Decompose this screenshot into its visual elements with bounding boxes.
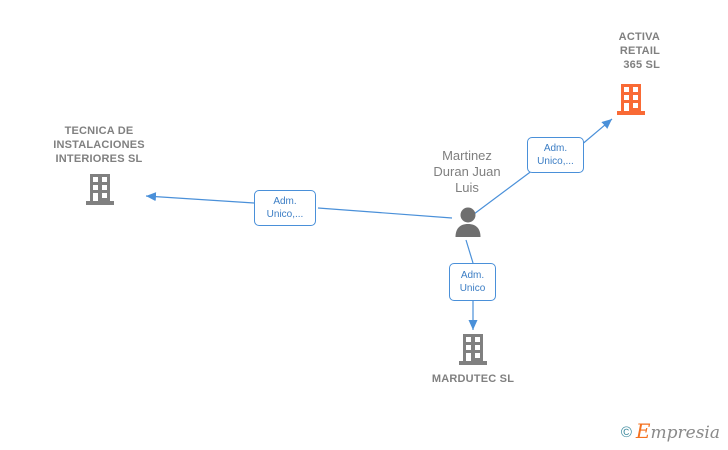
building-icon <box>86 174 114 205</box>
empresia-logo-lead: E <box>635 419 651 443</box>
edge-label-to-tecnica[interactable]: Adm. Unico,... <box>254 190 316 226</box>
node-label-martinez-duran-juan-luis: Martinez Duran Juan Luis <box>433 148 501 195</box>
building-icon <box>617 84 645 115</box>
node-label-activa-retail-365: ACTIVA RETAIL 365 SL <box>618 31 660 71</box>
node-label-mardutec: MARDUTEC SL <box>431 373 515 385</box>
node-tecnica-de-instalaciones-interiores[interactable]: TECNICA DE INSTALACIONES INTERIORES SL <box>24 124 174 206</box>
edge-label-to-mardutec[interactable]: Adm. Unico <box>449 263 496 301</box>
building-icon <box>459 334 487 365</box>
empresia-logo: Empresia <box>636 421 721 443</box>
node-martinez-duran-juan-luis[interactable]: Martinez Duran Juan Luis <box>412 148 522 240</box>
node-mardutec[interactable]: MARDUTEC SL <box>413 332 533 388</box>
empresia-watermark: © Empresia <box>620 421 721 443</box>
copyright-icon: © <box>620 424 632 441</box>
node-label-tecnica-de-instalaciones-interiores: TECNICA DE INSTALACIONES INTERIORES SL <box>53 125 145 165</box>
person-icon <box>455 207 481 237</box>
empresia-logo-rest: mpresia <box>650 423 721 443</box>
node-activa-retail-365[interactable]: ACTIVA RETAIL 365 SL <box>598 30 660 140</box>
edge-label-to-activa-retail[interactable]: Adm. Unico,... <box>527 137 584 173</box>
